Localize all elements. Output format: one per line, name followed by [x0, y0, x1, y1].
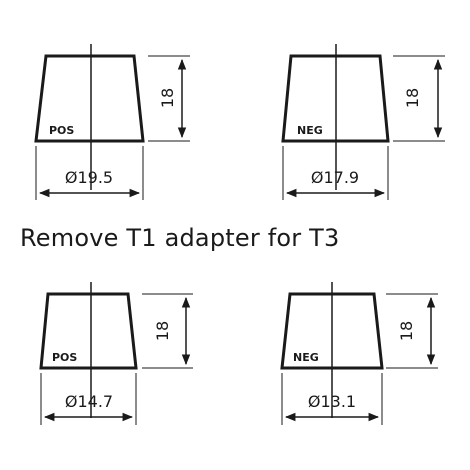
caption-text: Remove T1 adapter for T3 [20, 224, 340, 252]
height-value: 18 [158, 88, 177, 108]
terminal-neg-small [280, 282, 438, 425]
height-value: 18 [397, 321, 416, 341]
terminal-label: NEG [297, 124, 323, 137]
diameter-value: Ø19.5 [65, 168, 113, 187]
terminal-outline [39, 292, 138, 370]
terminal-pos-large [34, 44, 190, 200]
height-value: 18 [403, 88, 422, 108]
diameter-value: Ø13.1 [308, 392, 356, 411]
terminal-neg-large [281, 44, 445, 200]
terminal-label: NEG [293, 351, 319, 364]
diameter-value: Ø14.7 [65, 392, 113, 411]
terminal-pos-small [39, 282, 193, 425]
terminal-outline [34, 54, 145, 143]
terminal-label: POS [49, 124, 74, 137]
terminal-outline [280, 292, 384, 370]
diameter-value: Ø17.9 [311, 168, 359, 187]
terminal-outline [281, 54, 390, 143]
terminal-label: POS [52, 351, 77, 364]
height-value: 18 [153, 321, 172, 341]
